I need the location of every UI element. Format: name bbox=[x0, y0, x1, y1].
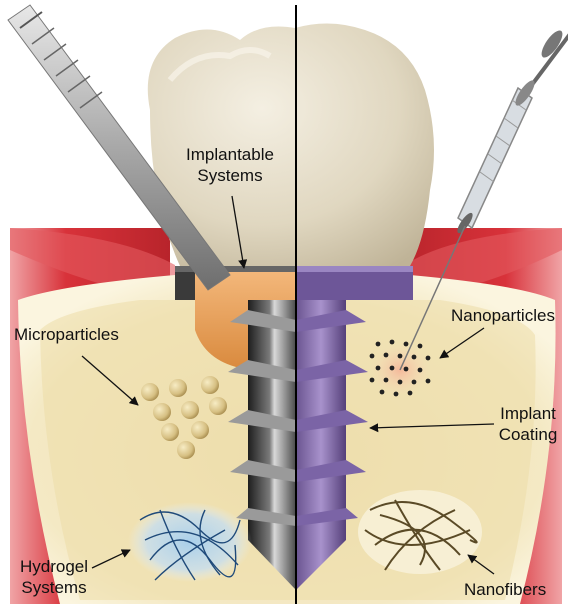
label-hydrogel-line1: Hydrogel bbox=[12, 556, 96, 577]
hydrogel-network bbox=[128, 502, 252, 582]
label-implant-coating-line2: Coating bbox=[488, 424, 568, 445]
label-hydrogel-line2: Systems bbox=[12, 577, 96, 598]
label-implant-coating-line1: Implant bbox=[488, 403, 568, 424]
label-hydrogel-systems: Hydrogel Systems bbox=[12, 556, 96, 598]
label-nanofibers: Nanofibers bbox=[464, 579, 546, 600]
label-microparticles: Microparticles bbox=[14, 324, 119, 345]
nanofibers bbox=[358, 490, 482, 574]
label-implantable-line2: Systems bbox=[170, 165, 290, 186]
label-implantable-line1: Implantable bbox=[170, 144, 290, 165]
label-nanoparticles: Nanoparticles bbox=[451, 305, 555, 326]
label-implant-coating: Implant Coating bbox=[488, 403, 568, 445]
label-implantable-systems: Implantable Systems bbox=[170, 144, 290, 186]
